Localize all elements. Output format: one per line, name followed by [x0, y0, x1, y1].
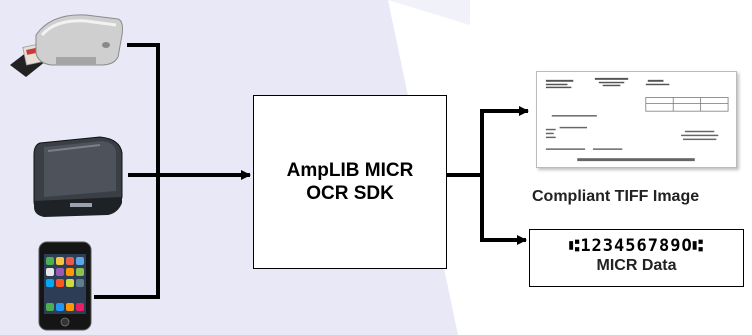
micr-data-box: ⑆123456789O⑆ MICR Data — [529, 229, 744, 287]
micr-line: ⑆123456789O⑆ — [569, 236, 704, 256]
sdk-box: AmpLIB MICR OCR SDK — [253, 95, 447, 269]
flatbed-scanner-icon — [33, 136, 123, 217]
tiff-image-thumbnail — [536, 71, 737, 168]
tiff-caption: Compliant TIFF Image — [532, 188, 700, 205]
tiff-connector — [480, 106, 529, 175]
phone-connector — [94, 175, 160, 299]
micr-connector — [480, 175, 527, 245]
check-scanner-icon — [10, 14, 123, 77]
micr-data-label: MICR Data — [596, 257, 677, 274]
sdk-title-line2: OCR SDK — [306, 183, 394, 204]
smartphone-icon — [38, 241, 92, 331]
scanner-connector — [127, 43, 160, 175]
sdk-title-line1: AmpLIB MICR — [286, 160, 414, 181]
